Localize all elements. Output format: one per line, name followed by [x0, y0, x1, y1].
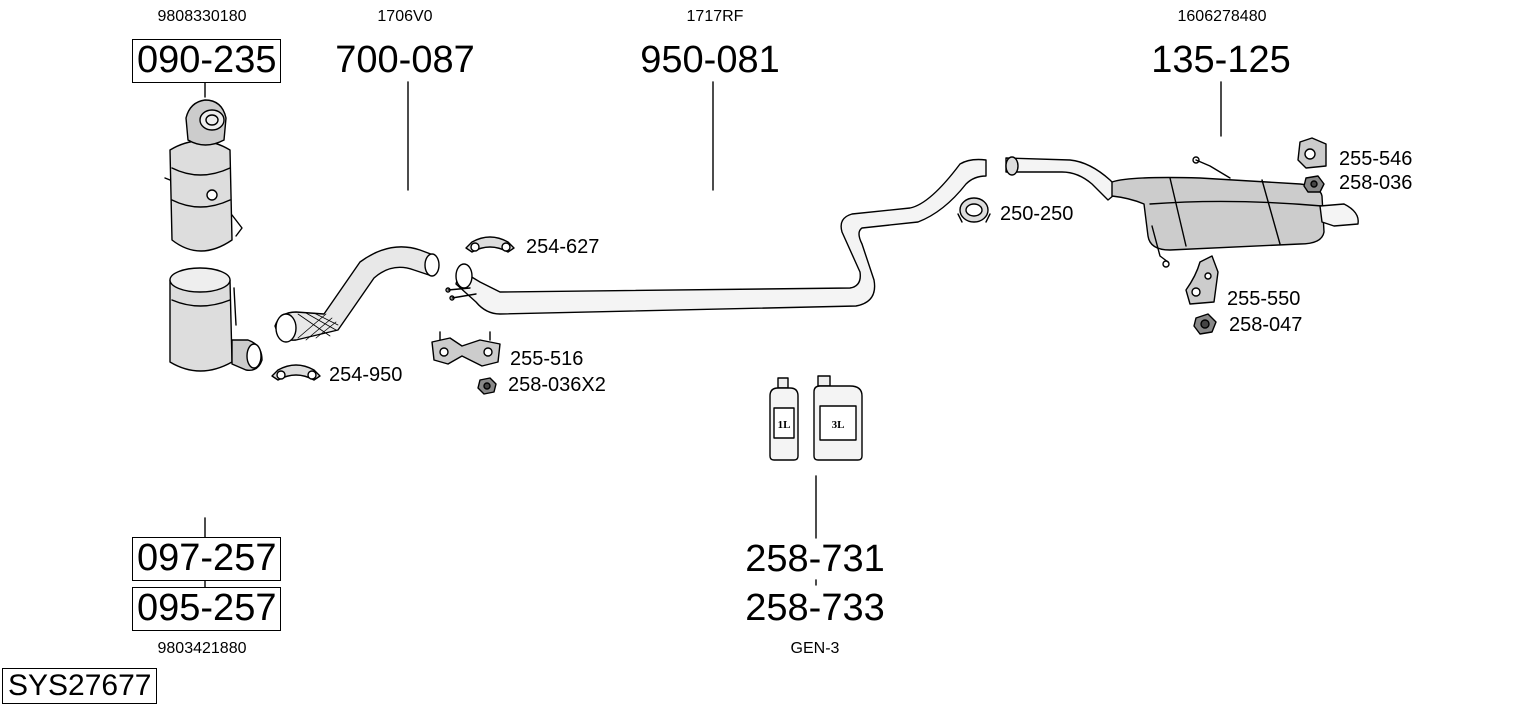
- fluid-canister-3l-drawing: [814, 376, 862, 460]
- fitting-label-250-250[interactable]: 250-250: [1000, 203, 1074, 225]
- fitting-label-255-550[interactable]: 255-550: [1227, 288, 1301, 310]
- part-number-middle-pipe[interactable]: 950-081: [640, 39, 780, 81]
- oem-number-rear-silencer: 1606278480: [1177, 8, 1267, 25]
- clamp-250-250-drawing: [958, 198, 990, 222]
- part-number-fluid-b[interactable]: 258-733: [745, 587, 885, 629]
- middle-pipe-drawing: [446, 160, 986, 315]
- oem-number-dpf: 9803421880: [157, 640, 247, 657]
- nut-258-047-drawing: [1194, 314, 1216, 334]
- oem-number-front-pipe: 1706V0: [377, 8, 433, 25]
- fluid-bottle-1l-drawing: [770, 378, 798, 460]
- fitting-label-254-950[interactable]: 254-950: [329, 364, 403, 386]
- fitting-label-255-516[interactable]: 255-516: [510, 348, 584, 370]
- part-number-cat[interactable]: 090-235: [132, 39, 282, 83]
- part-number-rear-silencer[interactable]: 135-125: [1151, 39, 1291, 81]
- part-number-dpf-a[interactable]: 097-257: [132, 537, 282, 581]
- canister-3l-label: 3L: [832, 419, 845, 431]
- oem-number-cat: 9808330180: [157, 8, 247, 25]
- front-pipe-drawing: [275, 247, 439, 342]
- clamp-254-950-drawing: [272, 365, 320, 380]
- nut-258-036-drawing: [1304, 176, 1324, 192]
- part-number-front-pipe[interactable]: 700-087: [335, 39, 475, 81]
- fitting-label-258-036x2[interactable]: 258-036X2: [508, 374, 606, 396]
- part-number-dpf-b[interactable]: 095-257: [132, 587, 282, 631]
- nut-258-036x2-drawing: [478, 378, 496, 394]
- system-code: SYS27677: [2, 668, 158, 704]
- rubber-mount-255-550-drawing: [1186, 256, 1218, 304]
- diesel-particulate-filter-drawing: [170, 268, 262, 371]
- catalytic-converter-drawing: [165, 100, 242, 251]
- fitting-label-258-047[interactable]: 258-047: [1229, 314, 1303, 336]
- fitting-label-255-546[interactable]: 255-546: [1339, 148, 1413, 170]
- part-number-fluid-a[interactable]: 258-731: [745, 538, 885, 580]
- oem-number-middle-pipe: 1717RF: [686, 8, 744, 25]
- rubber-mount-255-546-drawing: [1298, 138, 1326, 168]
- bottle-1l-label: 1L: [778, 419, 791, 431]
- rear-silencer-drawing: [1006, 157, 1358, 267]
- clamp-254-627-drawing: [466, 237, 514, 252]
- bracket-255-516-drawing: [432, 332, 500, 366]
- fitting-label-254-627[interactable]: 254-627: [526, 236, 600, 258]
- fluid-generation-note: GEN-3: [790, 640, 840, 657]
- fitting-label-258-036[interactable]: 258-036: [1339, 172, 1413, 194]
